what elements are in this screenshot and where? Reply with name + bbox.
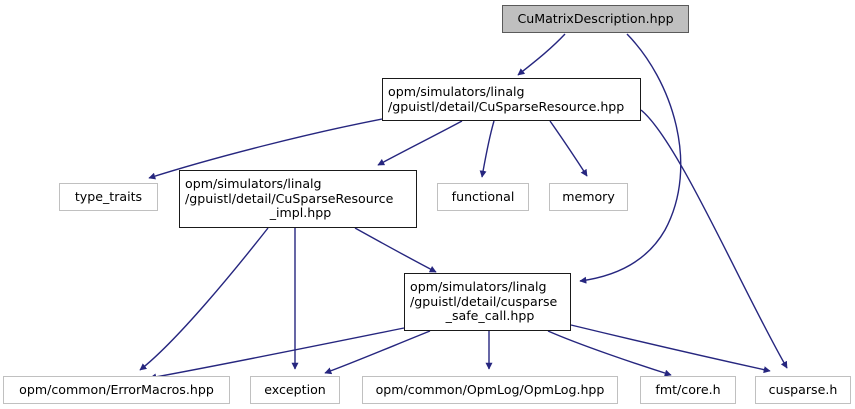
edge-safe-call-to-fmtcore: [547, 330, 672, 377]
graph-node-exception[interactable]: exception: [250, 376, 340, 404]
node-label-line: _safe_call.hpp: [445, 308, 535, 324]
node-label-line: /gpuistl/detail/CuSparseResource: [185, 190, 394, 206]
edge-cusparseresource-to-cusparseresource-impl: [377, 120, 463, 166]
edge-root-to-cusparseresource: [517, 33, 566, 76]
edge-safe-call-to-exception: [324, 330, 431, 375]
graph-node-fmtcore[interactable]: fmt/core.h: [640, 376, 736, 404]
graph-node-errormacros[interactable]: opm/common/ErrorMacros.hpp: [3, 376, 230, 404]
graph-node-cusparseresource[interactable]: opm/simulators/linalg/gpuistl/detail/CuS…: [382, 78, 641, 121]
node-label-line: _impl.hpp: [269, 205, 332, 221]
node-label-line: opm/simulators/linalg: [185, 176, 322, 192]
edge-cusparseresource-to-functional: [479, 120, 495, 178]
node-label-line: functional: [451, 188, 515, 204]
edge-safe-call-to-errormacros: [149, 327, 405, 381]
edge-impl-to-cusparse-safe-call: [354, 227, 437, 273]
node-label-line: opm/common/ErrorMacros.hpp: [19, 381, 214, 397]
graph-node-memory[interactable]: memory: [549, 183, 628, 211]
graph-node-functional[interactable]: functional: [437, 183, 529, 211]
edge-impl-to-errormacros: [139, 227, 269, 371]
node-label-line: cusparse.h: [768, 381, 838, 397]
graph-node-root[interactable]: CuMatrixDescription.hpp: [502, 5, 689, 33]
node-label-line: /gpuistl/detail/CuSparseResource.hpp: [388, 98, 625, 114]
graph-node-opmlog[interactable]: opm/common/OpmLog/OpmLog.hpp: [362, 376, 618, 404]
edge-cusparseresource-to-memory: [549, 120, 588, 177]
graph-node-cusparse[interactable]: cusparse.h: [755, 376, 851, 404]
graph-node-type_traits[interactable]: type_traits: [59, 183, 158, 211]
node-label-line: CuMatrixDescription.hpp: [517, 10, 674, 26]
edge-root-to-cusparse-safe-call: [579, 33, 682, 284]
node-label-line: type_traits: [74, 188, 143, 204]
node-label-line: exception: [264, 381, 326, 397]
edge-cusparseresource-to-cusparse: [640, 109, 788, 369]
edge-cusparseresource-to-type-traits: [148, 118, 383, 180]
node-label-line: opm/simulators/linalg: [388, 83, 525, 99]
graph-node-cusparse_safe_call[interactable]: opm/simulators/linalg/gpuistl/detail/cus…: [404, 273, 571, 331]
graph-node-cusparseresource_impl[interactable]: opm/simulators/linalg/gpuistl/detail/CuS…: [179, 170, 417, 228]
node-label-line: opm/common/OpmLog/OpmLog.hpp: [375, 381, 605, 397]
node-label-line: opm/simulators/linalg: [410, 279, 547, 295]
node-label-line: fmt/core.h: [655, 381, 721, 397]
node-label-line: memory: [562, 188, 615, 204]
edge-safe-call-to-cusparse: [570, 324, 771, 374]
node-label-line: /gpuistl/detail/cusparse: [410, 293, 558, 309]
